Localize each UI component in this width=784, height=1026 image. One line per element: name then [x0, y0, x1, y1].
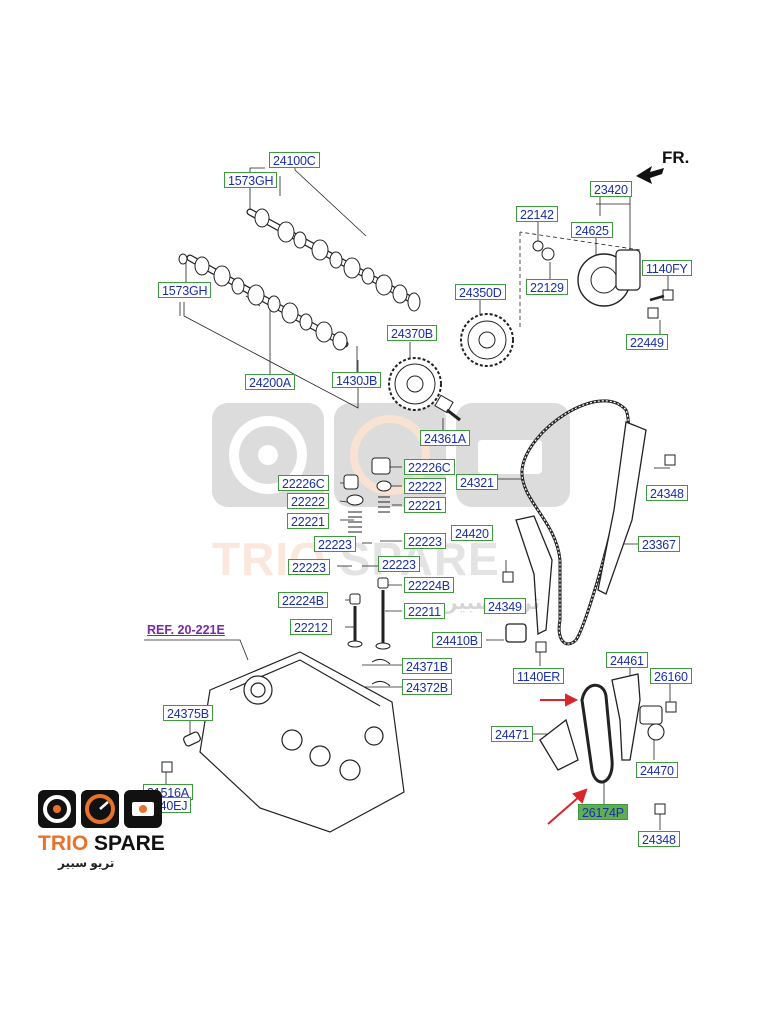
- part-label-22221-right[interactable]: 22221: [404, 497, 446, 513]
- exhaust-sprocket: [388, 357, 442, 411]
- bolt-icons: [161, 289, 677, 815]
- part-label-1140ER[interactable]: 1140ER: [513, 668, 565, 684]
- part-label-22226C-left[interactable]: 22226C: [278, 475, 329, 491]
- brand-logo-icons: [38, 790, 162, 828]
- part-label-22223-right-upper[interactable]: 22223: [404, 533, 446, 549]
- brand-name-arabic: تريو سبير: [58, 856, 115, 870]
- part-label-24410B[interactable]: 24410B: [432, 632, 482, 648]
- oil-pump-chain: [580, 683, 614, 784]
- part-label-22222-right[interactable]: 22222: [404, 478, 446, 494]
- part-label-22223-left-upper[interactable]: 22223: [314, 536, 356, 552]
- intake-sprocket: [460, 313, 514, 367]
- part-label-24350D[interactable]: 24350D: [455, 284, 506, 300]
- brand-name: TRIO SPARE: [38, 832, 165, 855]
- part-label-26174P[interactable]: 26174P: [578, 804, 628, 820]
- part-label-22449[interactable]: 22449: [626, 334, 668, 350]
- valve-components: [343, 457, 392, 687]
- part-label-1140FY[interactable]: 1140FY: [642, 260, 692, 276]
- part-label-24348-lower[interactable]: 24348: [638, 831, 680, 847]
- front-arrow-icon: [636, 166, 664, 184]
- part-label-24100C[interactable]: 24100C: [269, 152, 320, 168]
- part-label-22223-right-lower[interactable]: 22223: [378, 556, 420, 572]
- part-label-24625[interactable]: 24625: [571, 222, 613, 238]
- watermark-logo: [212, 403, 570, 507]
- part-label-24375B[interactable]: 24375B: [163, 705, 213, 721]
- exhaust-camshaft: [178, 253, 349, 351]
- part-label-24461[interactable]: 24461: [606, 652, 648, 668]
- tensioner: [639, 705, 665, 741]
- part-label-22224B-left[interactable]: 22224B: [278, 592, 328, 608]
- part-label-1573GH-exhaust[interactable]: 1573GH: [158, 282, 212, 298]
- part-label-22142[interactable]: 22142: [516, 206, 558, 222]
- part-label-22223-left-lower[interactable]: 22223: [288, 559, 330, 575]
- part-label-1573GH-intake[interactable]: 1573GH: [224, 172, 278, 188]
- part-label-23367[interactable]: 23367: [638, 536, 680, 552]
- part-label-24348-upper[interactable]: 24348: [646, 485, 688, 501]
- part-label-22224B-right[interactable]: 22224B: [404, 577, 454, 593]
- part-label-24372B[interactable]: 24372B: [402, 679, 452, 695]
- part-label-24361A[interactable]: 24361A: [420, 430, 470, 446]
- front-direction-label: FR.: [662, 148, 690, 167]
- part-label-22129[interactable]: 22129: [526, 279, 568, 295]
- cam-phaser-unit: [532, 240, 641, 307]
- part-label-24349[interactable]: 24349: [484, 598, 526, 614]
- part-label-24370B[interactable]: 24370B: [387, 325, 437, 341]
- part-label-22221-left[interactable]: 22221: [287, 513, 329, 529]
- part-label-22222-left[interactable]: 22222: [287, 493, 329, 509]
- part-label-22226C-right[interactable]: 22226C: [404, 459, 455, 475]
- red-arrow-icons: [540, 693, 588, 825]
- part-label-24200A[interactable]: 24200A: [245, 374, 295, 390]
- part-label-24321[interactable]: 24321: [456, 474, 498, 490]
- part-label-22212[interactable]: 22212: [290, 619, 332, 635]
- reference-link[interactable]: REF. 20-221E: [147, 623, 225, 637]
- part-label-26160[interactable]: 26160: [650, 668, 692, 684]
- part-label-24371B[interactable]: 24371B: [402, 658, 452, 674]
- part-label-23420[interactable]: 23420: [590, 181, 632, 197]
- brand-logo: TRIO SPARE تريو سبير: [38, 790, 165, 876]
- cylinder-head: [183, 651, 405, 833]
- part-label-24420[interactable]: 24420: [451, 525, 493, 541]
- chain-guides: [505, 421, 647, 771]
- part-label-22211[interactable]: 22211: [404, 603, 445, 619]
- timing-chain-inner: [521, 400, 630, 645]
- part-label-24470[interactable]: 24470: [636, 762, 678, 778]
- part-label-24471[interactable]: 24471: [491, 726, 533, 742]
- intake-camshaft: [246, 208, 421, 312]
- part-label-1430JB[interactable]: 1430JB: [332, 372, 382, 388]
